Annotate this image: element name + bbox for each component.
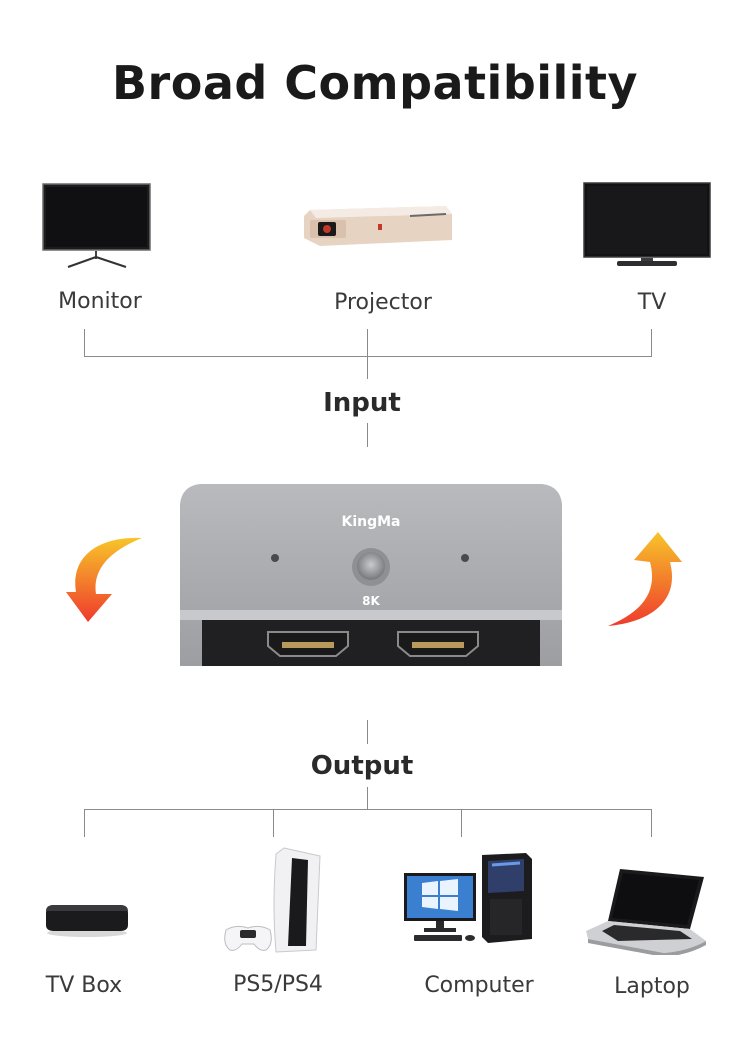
input-to-switch-line: [367, 423, 368, 447]
curved-arrow-left-icon: [66, 537, 142, 622]
output-connector-center: [367, 787, 368, 810]
hdmi-switch-icon: KingMa 8K: [180, 484, 562, 666]
tv-box-icon: [46, 905, 128, 937]
game-console-icon: [224, 847, 321, 953]
input-device-label-projector: Projector: [334, 290, 432, 315]
switch-badge: 8K: [362, 594, 380, 608]
page-title: Broad Compatibility: [111, 56, 639, 110]
input-connector-right: [651, 329, 652, 357]
monitor-icon: [42, 183, 151, 268]
output-device-label-tv-box: TV Box: [45, 973, 123, 998]
output-device-label-ps5: PS5/PS4: [233, 972, 323, 997]
input-connector-bar: [84, 356, 652, 357]
output-connector-1: [84, 809, 85, 837]
input-device-label-monitor: Monitor: [58, 289, 142, 314]
input-device-label-tv: TV: [637, 290, 667, 315]
output-connector-4: [651, 809, 652, 837]
output-connector-3: [461, 809, 462, 837]
input-section-label: Input: [323, 388, 401, 418]
output-section-label: Output: [310, 751, 414, 781]
output-connector-bar: [84, 809, 652, 810]
output-connector-2: [273, 809, 274, 837]
output-device-label-computer: Computer: [424, 973, 534, 998]
input-connector-left: [84, 329, 85, 357]
switch-to-output-line: [367, 720, 368, 744]
laptop-icon: [586, 869, 706, 955]
input-connector-center: [367, 329, 368, 379]
output-device-label-laptop: Laptop: [614, 974, 690, 999]
desktop-computer-icon: [404, 853, 532, 943]
curved-arrow-right-icon: [608, 532, 682, 626]
projector-icon: [304, 206, 452, 246]
switch-brand: KingMa: [341, 514, 400, 530]
tv-icon: [583, 182, 711, 266]
